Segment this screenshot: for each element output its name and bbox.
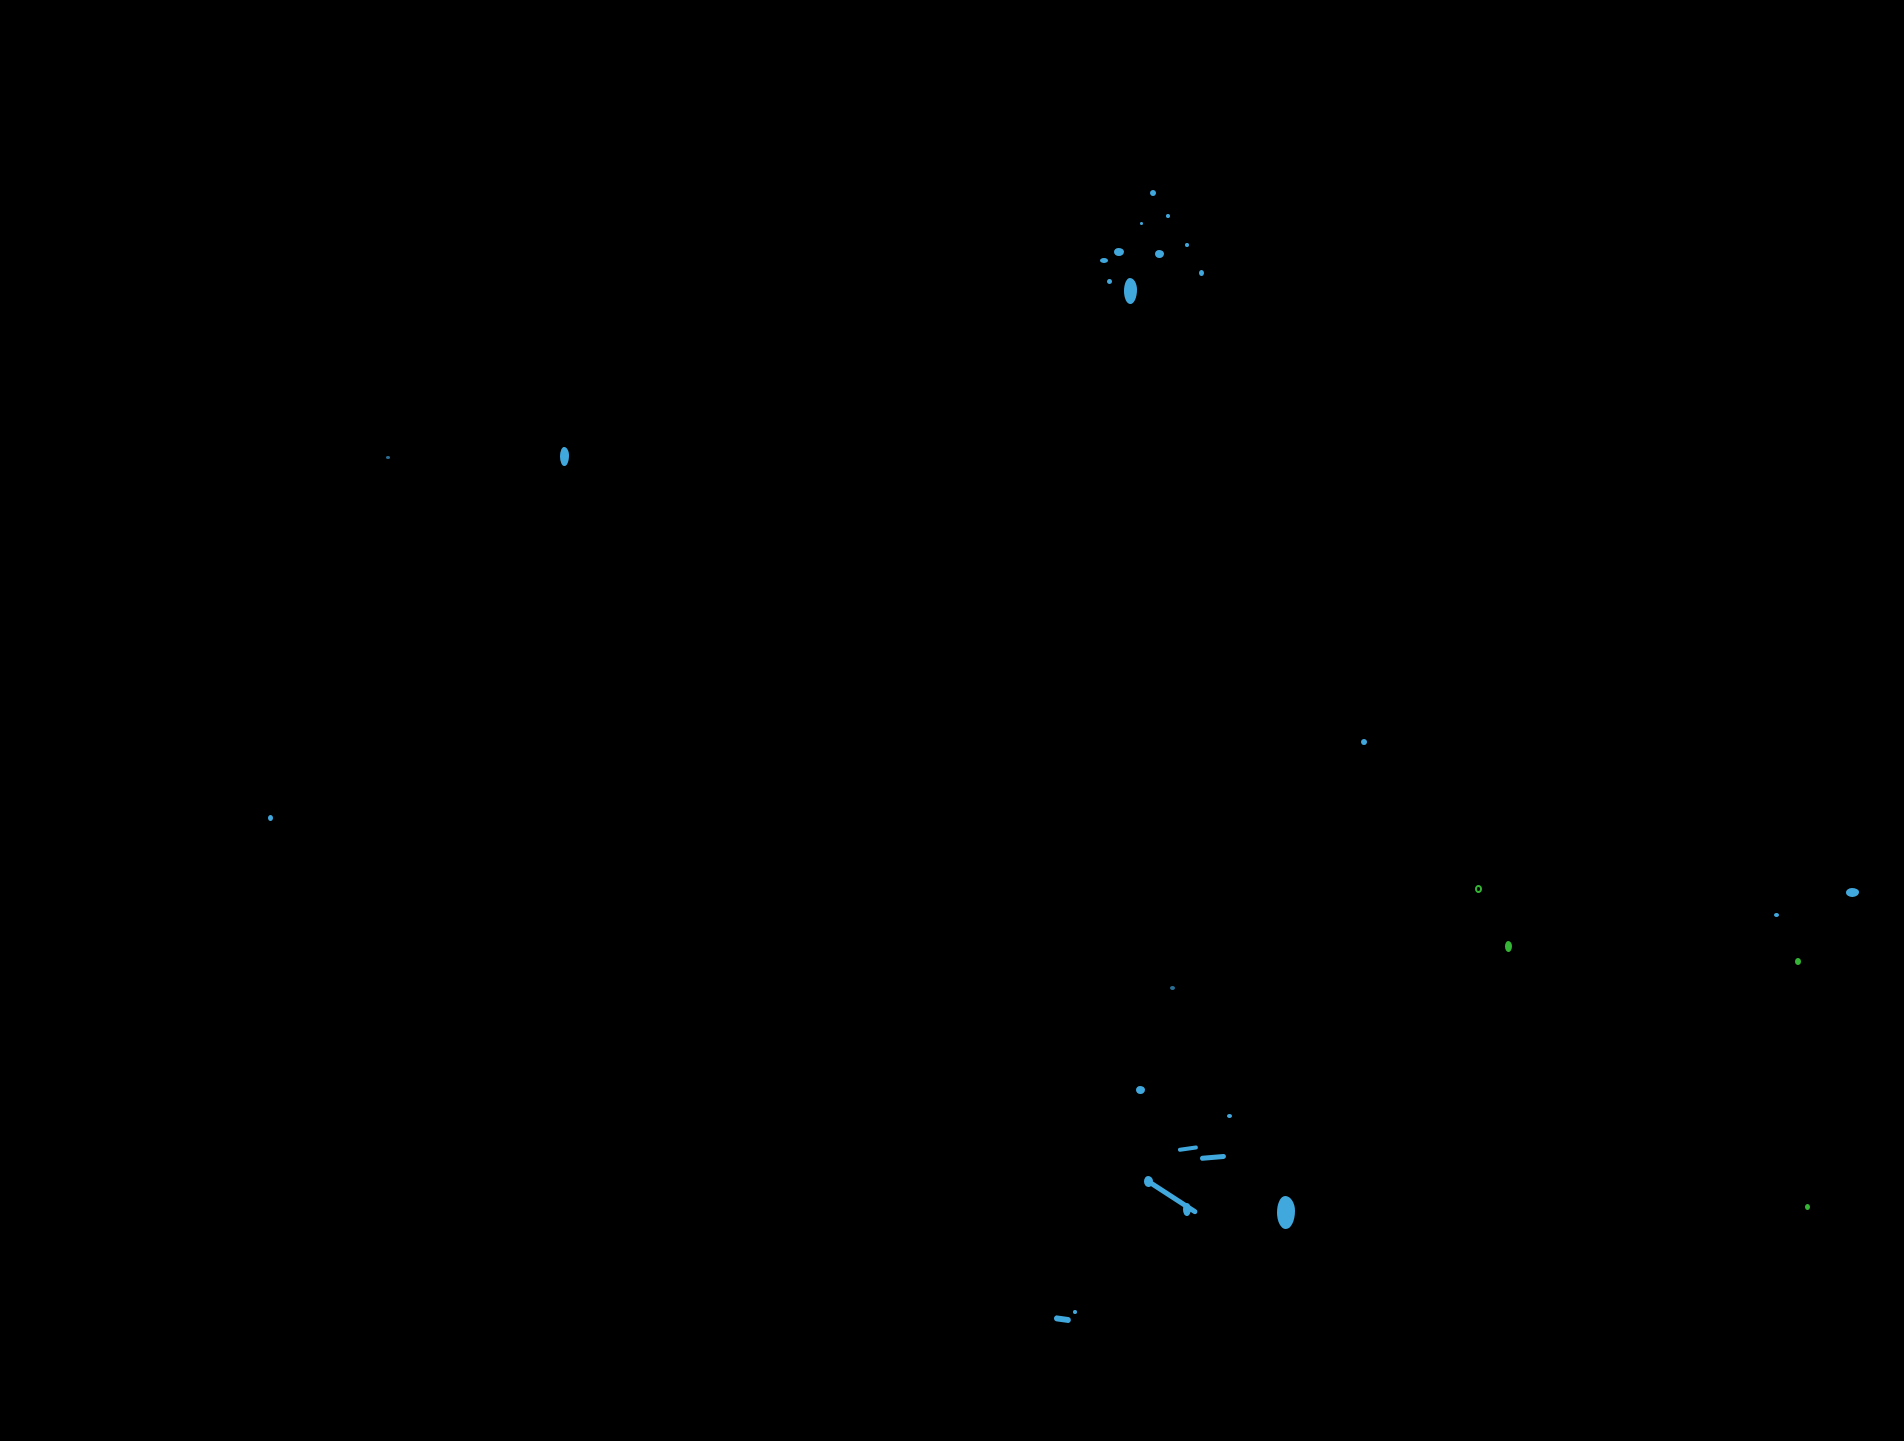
blue-speck xyxy=(1140,222,1143,225)
blue-speck xyxy=(268,815,273,821)
blue-speck xyxy=(1199,1153,1227,1161)
green-speck xyxy=(1505,941,1512,952)
blue-speck xyxy=(1073,1310,1077,1314)
blue-speck xyxy=(1144,1176,1153,1187)
blue-speck xyxy=(1155,250,1164,258)
green-speck xyxy=(1805,1204,1810,1210)
blue-speck xyxy=(1150,190,1156,196)
blue-speck xyxy=(1107,279,1112,284)
blue-speck xyxy=(1185,243,1189,247)
blue-speck xyxy=(1199,270,1204,276)
blue-speck xyxy=(1166,214,1170,218)
blue-speck xyxy=(1177,1145,1199,1152)
dim-blue-speck xyxy=(1170,986,1175,990)
blue-speck xyxy=(1846,888,1859,897)
blue-speck xyxy=(1124,278,1137,304)
blue-speck xyxy=(1227,1114,1232,1118)
blue-speck xyxy=(1774,913,1779,917)
green-speck xyxy=(1475,885,1482,893)
blue-speck xyxy=(1277,1196,1295,1229)
green-speck xyxy=(1795,958,1801,965)
blue-speck xyxy=(1136,1086,1145,1094)
blue-speck xyxy=(1100,258,1108,263)
blue-speck xyxy=(1183,1203,1191,1216)
dim-blue-speck xyxy=(386,456,390,459)
blue-speck xyxy=(1053,1315,1072,1324)
blue-speck xyxy=(560,447,569,466)
blue-speck xyxy=(1361,739,1367,745)
blue-speck xyxy=(1114,248,1124,256)
